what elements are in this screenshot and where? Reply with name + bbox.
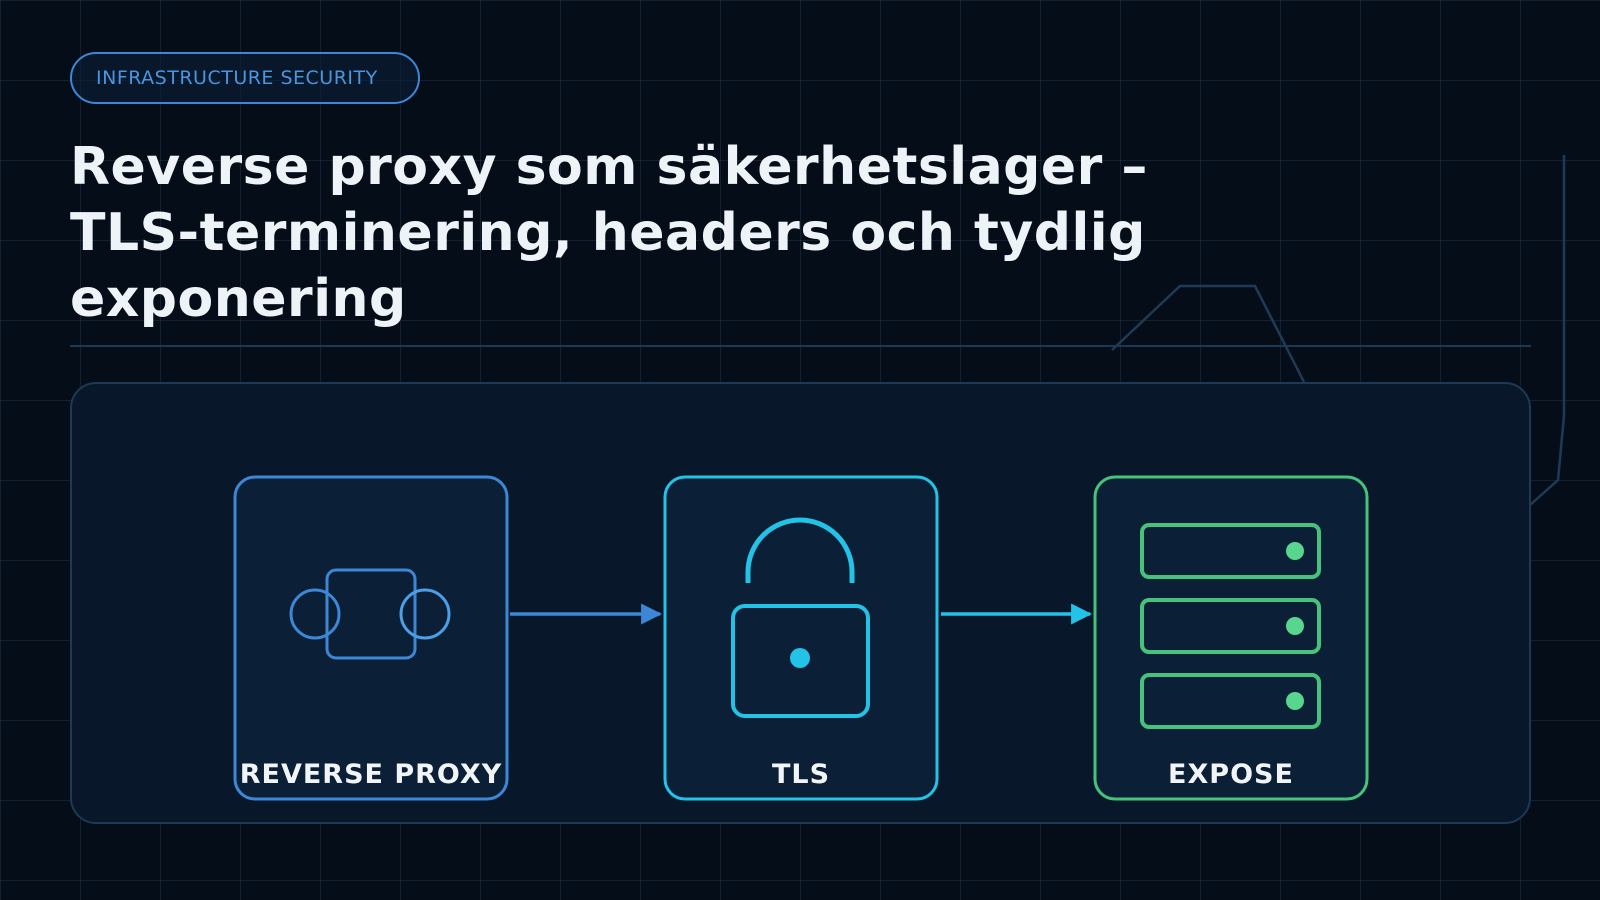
page-title: Reverse proxy som säkerhetslager – TLS-t… [70, 137, 1148, 329]
server-stack-icon [1140, 523, 1321, 729]
node-tls-label: TLS [772, 759, 830, 790]
node-expose: EXPOSE [1093, 475, 1369, 801]
padlock-icon [731, 517, 870, 718]
category-badge: INFRASTRUCTURE SECURITY [70, 52, 420, 104]
node-reverse-proxy: REVERSE PROXY [233, 475, 509, 801]
node-tls-box [663, 475, 939, 801]
node-expose-label: EXPOSE [1168, 759, 1294, 790]
category-badge-label: INFRASTRUCTURE SECURITY [96, 67, 378, 89]
title-divider [70, 345, 1531, 347]
node-reverse-proxy-box [233, 475, 509, 801]
reverse-proxy-icon [289, 568, 451, 660]
node-reverse-proxy-label: REVERSE PROXY [240, 759, 503, 790]
node-tls: TLS [663, 475, 939, 801]
